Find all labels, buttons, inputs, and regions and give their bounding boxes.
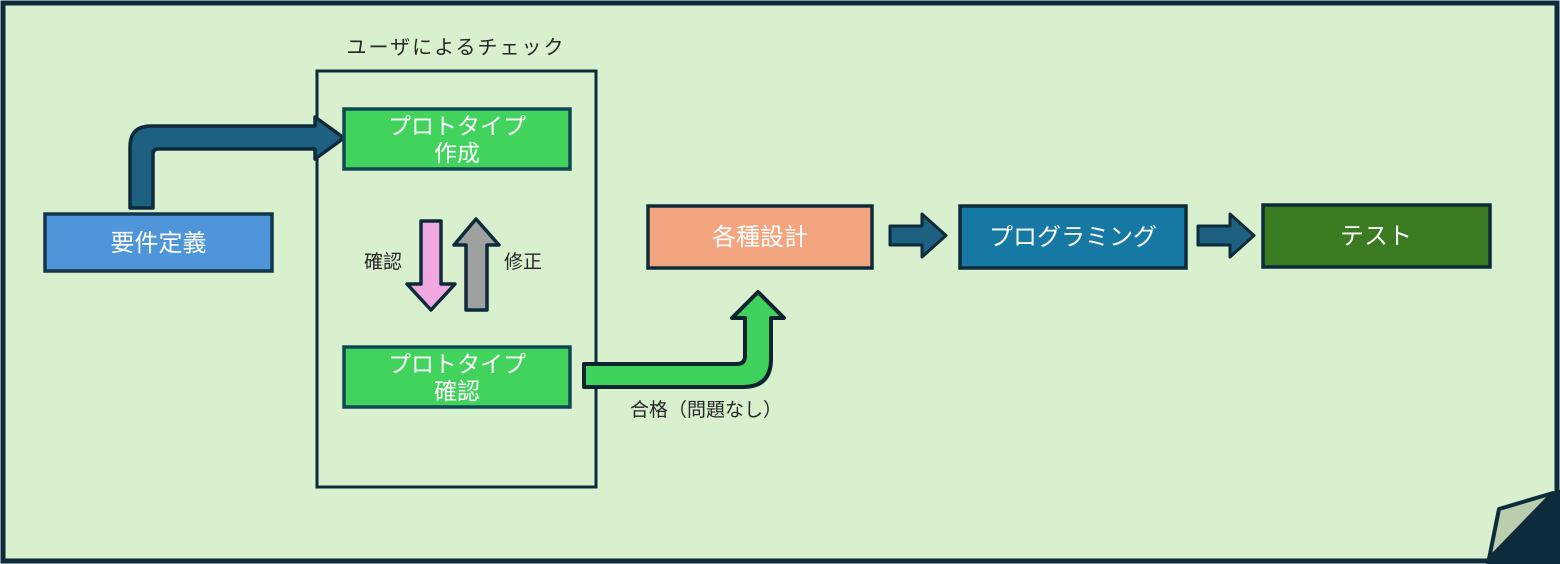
user-check-group-title: ユーザによるチェック	[347, 36, 566, 59]
prototype-create-label-line2: 作成	[434, 140, 480, 166]
design-box	[646, 204, 874, 270]
prototype-create-label-line1: プロトタイプ	[388, 113, 526, 139]
pass-arrow	[582, 290, 786, 389]
folded-corner	[1487, 491, 1555, 561]
design-label: 各種設計	[712, 224, 808, 251]
flow-arrow-requirements-to-prototype	[128, 115, 346, 210]
confirm-label: 確認	[364, 251, 402, 273]
prototype-check-box	[342, 345, 572, 409]
flow-arrow-design-to-programming	[888, 212, 948, 259]
test-box	[1261, 203, 1492, 269]
prototype-create-node: プロトタイプ 作成	[342, 107, 572, 171]
confirm-down-arrow	[405, 219, 457, 312]
requirements-box	[43, 212, 274, 273]
fix-label: 修正	[504, 251, 542, 273]
flow-arrow-programming-to-test	[1196, 212, 1256, 259]
test-label: テスト	[1340, 223, 1412, 250]
design-node: 各種設計	[646, 204, 874, 270]
prototype-check-label-line2: 確認	[434, 378, 480, 404]
programming-node: プログラミング	[958, 204, 1188, 270]
test-node: テスト	[1261, 203, 1492, 269]
user-check-group-frame	[315, 69, 598, 489]
pass-label: 合格（問題なし）	[630, 399, 782, 421]
programming-label: プログラミング	[989, 224, 1157, 251]
programming-box	[958, 204, 1188, 270]
prototype-check-label-line1: プロトタイプ	[388, 351, 526, 377]
fix-up-arrow	[452, 217, 501, 312]
prototype-check-node: プロトタイプ 確認	[342, 345, 572, 409]
prototype-create-box	[342, 107, 572, 171]
requirements-node: 要件定義	[43, 212, 274, 273]
requirements-label: 要件定義	[111, 230, 207, 257]
